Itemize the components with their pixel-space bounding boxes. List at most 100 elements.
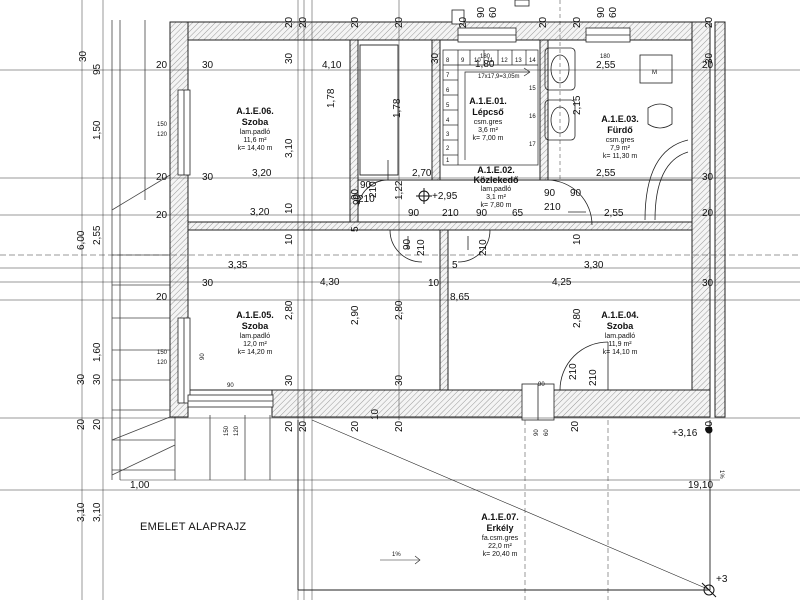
dim-h-1-78-b: 1,78 (392, 98, 403, 118)
dim-wall-10-a: 10 (284, 233, 295, 245)
dim-mid-4-25: 4,25 (552, 277, 572, 288)
dim-corr-65: 65 (512, 208, 524, 219)
dim-mid-8-65: 8,65 (450, 292, 470, 303)
dim-left-3-10-a: 3,10 (76, 502, 87, 522)
stair-step: 13 (515, 58, 522, 64)
room-label-kozlekedo-02: A.1.E.02. Közlekedő lam.padló 3,1 m² k= … (473, 165, 519, 209)
wall-mark: 10 (370, 408, 381, 420)
stair-step: 12 (501, 58, 508, 64)
dim-top-2-55: 2,55 (596, 60, 616, 71)
dim-row-2-55-b: 2,55 (604, 208, 624, 219)
wall-mark: 20 (702, 60, 714, 71)
level-right-bottom: +3 (716, 574, 728, 585)
dim-wall-20-c: 20 (350, 16, 361, 28)
room-label-erkely-07: A.1.E.07. Erkély fa.csm.gres 22,0 m² k= … (481, 512, 519, 558)
wall-mark: 20 (704, 16, 715, 28)
room-perimeter: k= 14,40 m (238, 145, 273, 152)
wall-mark: 20 (458, 16, 469, 28)
dim-left-2-55: 2,55 (92, 225, 103, 245)
dim-wall-20-b: 20 (298, 16, 309, 28)
stair-step: 5 (446, 103, 450, 109)
wall-mark: 30 (704, 52, 715, 64)
dim-misc-30-b: 30 (202, 172, 214, 183)
dim-win-bot1-120: 120 (234, 425, 240, 436)
dim-misc-20-b: 20 (156, 172, 168, 183)
room-floor: lam.padló (481, 186, 511, 193)
dim-wall-30-a: 30 (284, 52, 295, 64)
room-area: 7,9 m² (610, 145, 631, 152)
wall-mark: 20 (572, 16, 583, 28)
room-area: 3,1 m² (486, 194, 507, 201)
dim-h-2-80-b: 2,80 (394, 300, 405, 320)
level-markers (416, 188, 717, 598)
level-corridor: +2,95 (432, 191, 458, 202)
dimension-texts: 4,10 1,80 2,55 17x17,9=3,05m 3,20 3,20 2… (76, 6, 713, 522)
wc-letter: M (652, 70, 657, 76)
dim-wall-30-c: 30 (394, 374, 405, 386)
dim-wall-10-c: 10 (428, 278, 440, 289)
room-floor: csm.gres (606, 137, 635, 144)
dim-corr-90-a: 90 (360, 180, 372, 191)
room-area: 3,6 m² (478, 127, 499, 134)
dim-corr-90-f: 90 (402, 238, 413, 250)
room-name: Szoba (242, 117, 269, 127)
dim-door-90-d: 90 (570, 188, 582, 199)
dim-left-3-10-b: 3,10 (92, 502, 103, 522)
bathroom-fixtures (544, 47, 689, 221)
stair-step: 3 (446, 132, 450, 138)
stair-step: 1 (446, 158, 450, 164)
dim-misc-30-a: 30 (202, 60, 214, 71)
room-label-szoba-04: A.1.E.04. Szoba lam.padló 11,9 m² k= 14,… (601, 310, 639, 356)
room-floor: lam.padló (605, 333, 635, 340)
dim-win-left-bot-150: 150 (157, 350, 168, 356)
room-area: 11,9 m² (608, 341, 632, 348)
dim-row-2-55-a: 2,55 (596, 168, 616, 179)
room-perimeter: k= 14,10 m (603, 349, 638, 356)
dim-wall-30-b: 30 (284, 374, 295, 386)
dim-left-1-60: 1,60 (92, 342, 103, 362)
door-swings (357, 160, 609, 391)
room-name: Közlekedő (473, 175, 519, 185)
dim-corr-5: 5 (452, 260, 458, 271)
dim-top-4-10: 4,10 (322, 60, 342, 71)
staircase (442, 49, 539, 166)
dim-corr-90-b: 90 (408, 208, 420, 219)
dim-h-2-15: 2,15 (572, 95, 583, 115)
dim-win-left-bot-120: 120 (157, 360, 168, 366)
dim-win-top2-90: 90 (596, 6, 607, 18)
room-area: 11,6 m² (243, 137, 267, 144)
dim-win-top1-60: 60 (488, 6, 499, 18)
dim-h-1-78-a: 1,78 (326, 88, 337, 108)
stair-step: 6 (446, 88, 450, 94)
stair-step: 7 (446, 73, 450, 79)
dim-door-90-a: 90 (227, 383, 234, 389)
room-label-furdo-03: A.1.E.03. Fürdő csm.gres 7,9 m² k= 11,30… (601, 114, 639, 160)
dim-corr-1-22: 1,22 (394, 180, 405, 200)
wall-mark: 20 (702, 208, 714, 219)
dim-misc-20-a: 20 (156, 60, 168, 71)
stair-step: 11 (487, 58, 494, 64)
stair-step: 15 (529, 86, 536, 92)
dim-row-3-20-a: 3,20 (252, 168, 272, 179)
room-label-lepcso-01: A.1.E.01. Lépcső csm.gres 3,6 m² k= 7,00… (469, 96, 507, 142)
room-perimeter: k= 11,30 m (603, 153, 637, 160)
room-code: A.1.E.07. (481, 512, 519, 522)
exterior-walls (169, 21, 726, 418)
dim-win-left-top-150: 150 (157, 122, 168, 128)
stair-step: 14 (529, 58, 536, 64)
dim-left-30-c: 30 (92, 373, 103, 385)
dim-wall-20-d: 20 (394, 16, 405, 28)
room-label-szoba-06: A.1.E.06. Szoba lam.padló 11,6 m² k= 14,… (236, 106, 274, 152)
room-area: 22,0 m² (488, 543, 512, 550)
room-floor: lam.padló (240, 129, 270, 136)
room-code: A.1.E.05. (236, 310, 274, 320)
dim-bottom-1-00: 1,00 (130, 480, 150, 491)
dim-corr-210-f: 210 (588, 369, 599, 386)
room-code: A.1.E.04. (601, 310, 639, 320)
wall-mark: 30 (702, 278, 714, 289)
dim-win-bot2-90: 90 (534, 429, 540, 436)
room-code: A.1.E.03. (601, 114, 639, 124)
room-code: A.1.E.02. (477, 165, 515, 175)
drawing-title: EMELET ALAPRAJZ (140, 521, 246, 533)
